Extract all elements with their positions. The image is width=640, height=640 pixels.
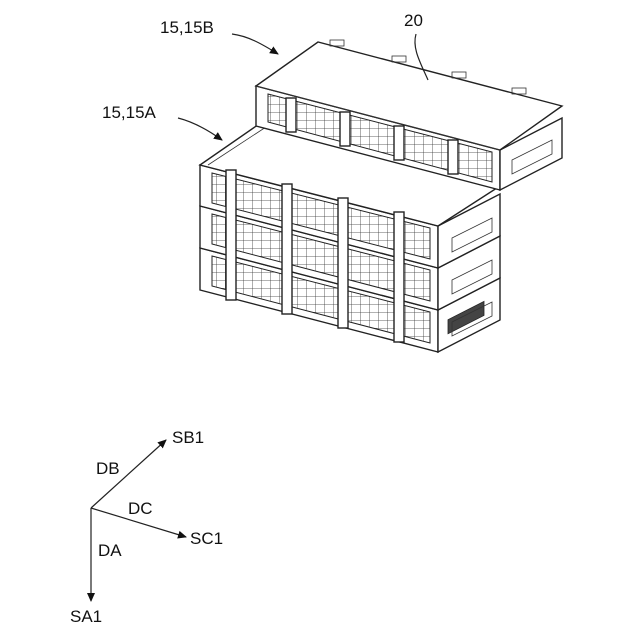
sc1-label: SC1 (190, 529, 223, 548)
cover-label: 20 (404, 11, 423, 30)
axis-legend: DB SB1 DC SC1 DA SA1 (70, 428, 223, 626)
lower-module-label: 15,15A (102, 103, 157, 122)
sa1-label: SA1 (70, 607, 102, 626)
upper-module-label: 15,15B (160, 18, 214, 37)
sb1-label: SB1 (172, 428, 204, 447)
dc-label: DC (128, 499, 153, 518)
lower-module-leader (178, 118, 222, 140)
db-label: DB (96, 459, 120, 478)
upper-module-leader (232, 34, 278, 54)
da-label: DA (98, 541, 122, 560)
